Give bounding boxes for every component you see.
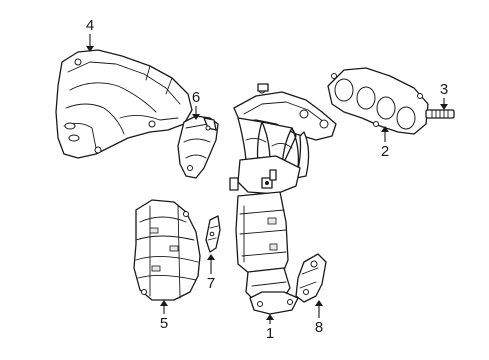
callout-8: 8 (315, 300, 323, 336)
part-3-stud (425, 109, 455, 119)
svg-text:6: 6 (192, 89, 200, 106)
svg-text:4: 4 (86, 17, 94, 34)
svg-text:7: 7 (207, 275, 215, 292)
part-5-lower-heat-shield (133, 199, 201, 301)
callout-4: 4 (86, 17, 94, 52)
part-7-bracket (205, 215, 221, 253)
part-2-gasket (327, 67, 429, 135)
callout-2: 2 (381, 126, 389, 160)
svg-text:3: 3 (440, 81, 448, 98)
callout-3: 3 (440, 81, 448, 110)
part-1-manifold-converter (229, 83, 337, 315)
svg-text:1: 1 (266, 325, 274, 342)
part-6-heat-shield (177, 115, 219, 179)
part-8-bracket (295, 253, 327, 303)
callout-1: 1 (266, 314, 274, 342)
svg-text:2: 2 (381, 143, 389, 160)
callout-5: 5 (160, 300, 168, 332)
svg-text:5: 5 (160, 315, 168, 332)
callout-7: 7 (207, 254, 215, 292)
svg-text:8: 8 (315, 319, 323, 336)
callout-6: 6 (192, 89, 200, 120)
part-4-heat-insulator (55, 49, 193, 159)
